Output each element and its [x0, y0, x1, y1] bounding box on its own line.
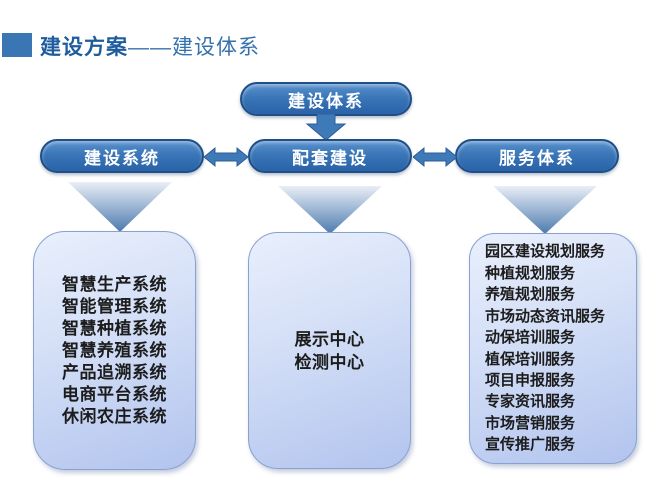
- node-root-label: 建设体系: [288, 91, 364, 111]
- list-item: 专家资讯服务: [485, 393, 576, 411]
- left-systems-box: 智慧生产系统 智能管理系统 智慧种植系统 智慧养殖系统 产品追溯系统 电商平台系…: [33, 231, 196, 470]
- list-item: 产品追溯系统: [62, 362, 167, 382]
- list-item: 市场营销服务: [485, 414, 576, 432]
- middle-centers-box: 展示中心 检测中心: [248, 232, 411, 469]
- node-branch-left: 建设系统: [40, 139, 204, 173]
- list-item: 检测中心: [294, 352, 365, 372]
- list-item: 园区建设规划服务: [485, 243, 606, 261]
- list-item: 项目申报服务: [485, 371, 576, 389]
- double-arrow-icon: [203, 146, 249, 168]
- list-item: 宣传推广服务: [485, 436, 576, 454]
- list-item: 养殖规划服务: [485, 286, 576, 304]
- triangle-connector-icon: [68, 182, 172, 232]
- page-title-primary: 建设方案: [40, 36, 128, 59]
- list-item: 智能管理系统: [62, 296, 167, 316]
- node-branch-middle-label: 配套建设: [292, 148, 368, 168]
- node-branch-right-label: 服务体系: [499, 148, 575, 168]
- page-title: 建设方案——建设体系: [40, 31, 260, 61]
- title-accent-bar: [2, 33, 32, 57]
- list-item: 智慧养殖系统: [62, 340, 167, 360]
- triangle-connector-icon: [493, 186, 597, 234]
- list-item: 植保培训服务: [485, 350, 576, 368]
- node-root: 建设体系: [240, 82, 412, 116]
- triangle-connector-icon: [278, 186, 382, 234]
- list-item: 市场动态资讯服务: [485, 307, 606, 325]
- down-arrow-icon: [302, 113, 350, 141]
- list-item: 休闲农庄系统: [62, 406, 167, 426]
- list-item: 智慧生产系统: [62, 274, 167, 294]
- list-item: 种植规划服务: [485, 264, 576, 282]
- list-item: 动保培训服务: [485, 329, 576, 347]
- list-item: 智慧种植系统: [62, 318, 167, 338]
- right-services-box: 园区建设规划服务 种植规划服务 养殖规划服务 市场动态资讯服务 动保培训服务 植…: [469, 233, 637, 464]
- node-branch-middle: 配套建设: [248, 139, 412, 173]
- page-title-suffix: ——建设体系: [128, 36, 260, 59]
- list-item: 展示中心: [294, 329, 365, 349]
- double-arrow-icon: [412, 146, 458, 168]
- node-branch-left-label: 建设系统: [84, 148, 160, 168]
- node-branch-right: 服务体系: [455, 139, 619, 173]
- list-item: 电商平台系统: [62, 384, 167, 404]
